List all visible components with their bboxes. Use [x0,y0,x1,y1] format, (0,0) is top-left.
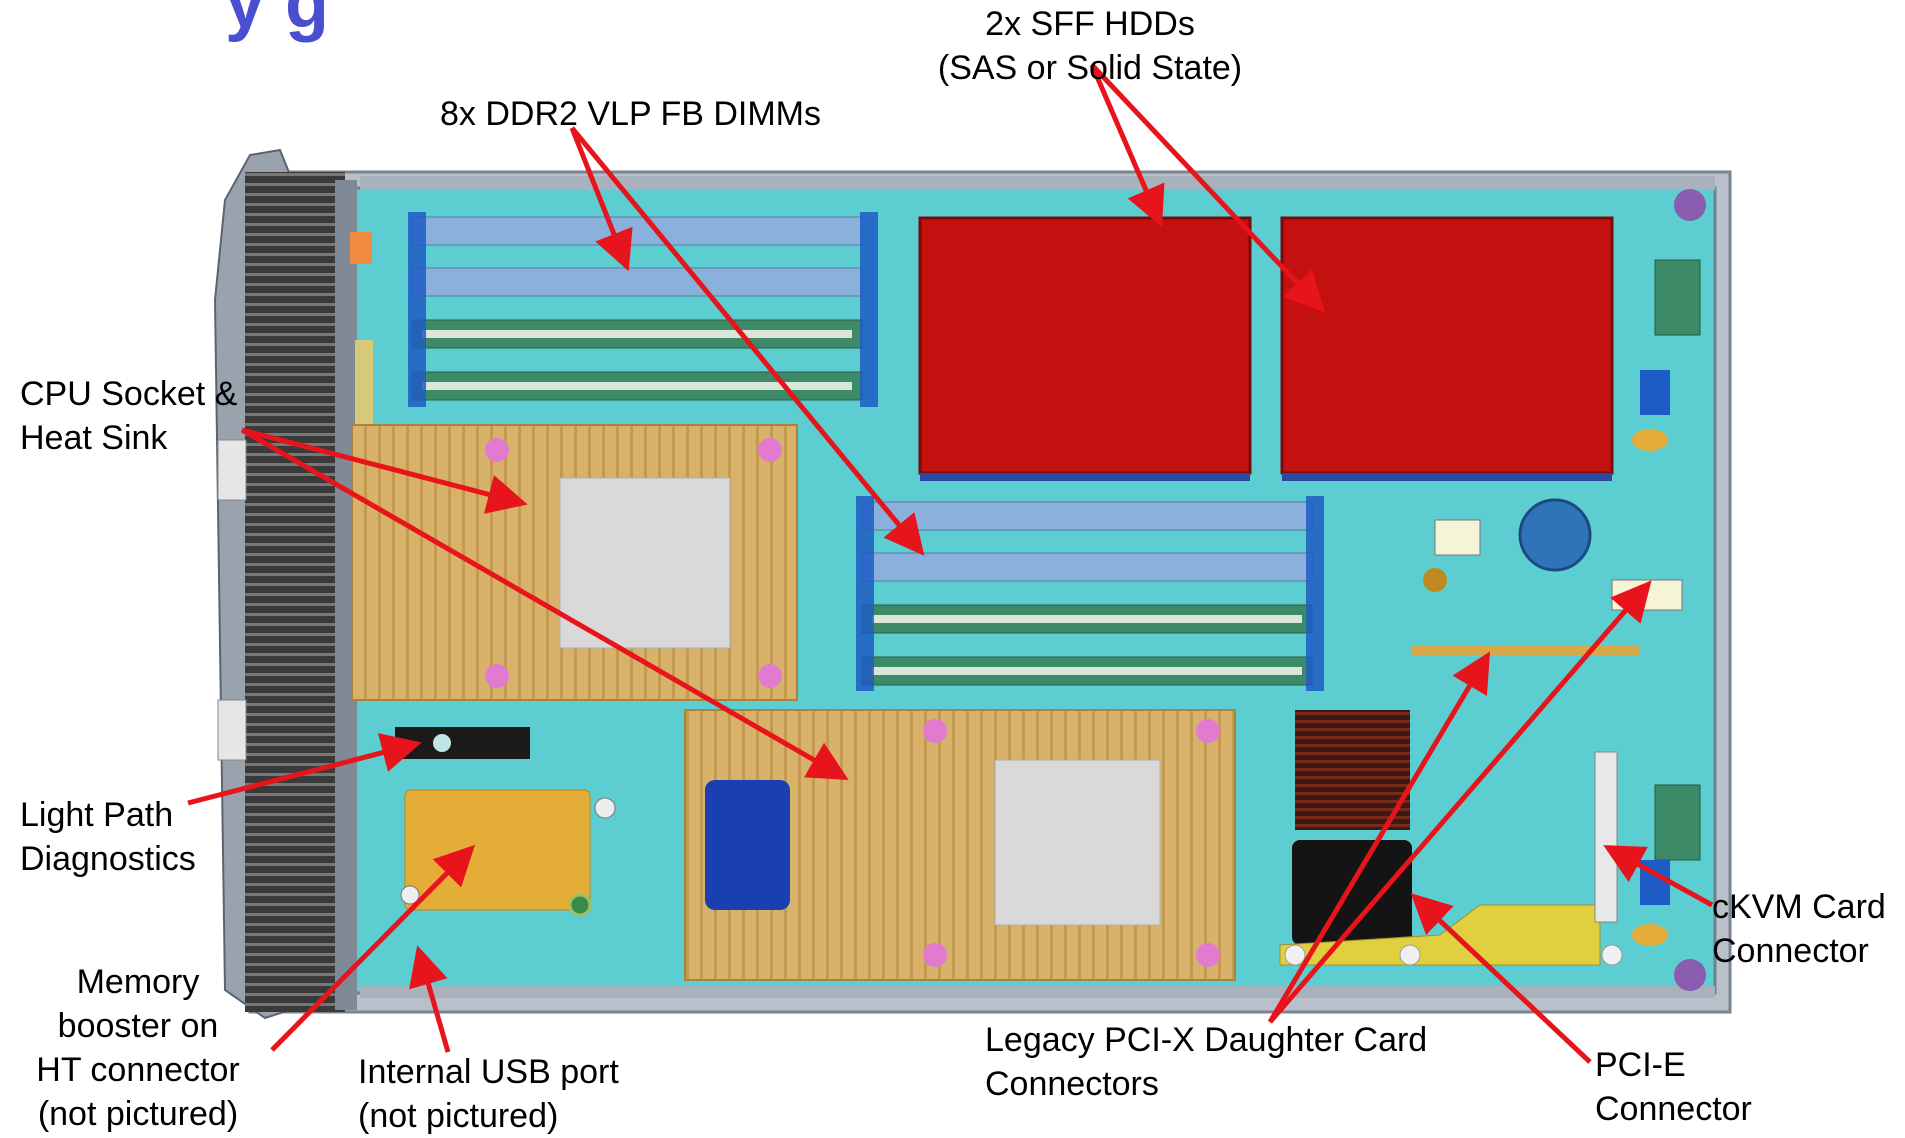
pcix-standoff-3 [1602,945,1622,965]
heatsink-2-screw-4 [1196,943,1220,967]
label-light-path: Light Path Diagnostics [20,793,196,881]
light-path-led [433,734,451,752]
ckvm-connector [1595,752,1617,922]
rear-connector-top [1655,260,1700,335]
heatsink-1-screw-2 [758,438,782,462]
label-cpu: CPU Socket & Heat Sink [20,372,237,460]
dimm-slot-8-stripe [872,667,1302,675]
standoff-1 [595,798,615,818]
label-pcix: Legacy PCI-X Daughter Card Connectors [985,1018,1427,1106]
dimm-clips-right-top [860,212,878,407]
light-path-board [395,727,530,759]
heatsink-1-screw-4 [758,664,782,688]
rear-pin-bottom [1632,924,1668,946]
heatsink-1-plate [560,478,730,648]
small-header-1 [1435,520,1480,555]
label-memory-booster: Memory booster on HT connector (not pict… [18,960,258,1136]
latch-bottom [218,700,246,760]
rear-thumbscrew-bottom [1674,959,1706,991]
rear-pin-top [1632,429,1668,451]
light-path-panel [395,727,530,759]
heatsink-1-screw-3 [485,664,509,688]
rear-connector-bottom [1655,785,1700,860]
dimm-clips-right-mid [1306,496,1324,691]
hdd-1 [920,218,1250,473]
pcix-connector-strip [1412,645,1640,655]
hdd-2 [1282,218,1612,473]
hdd-1-connector [920,473,1250,481]
dimm-slot-3-stripe [422,330,852,338]
heatsink-2-blue-block [705,780,790,910]
orange-tab [350,232,372,264]
dimm-clips-left-mid [856,496,874,691]
heatsink-2-screw-2 [1196,719,1220,743]
label-usb: Internal USB port (not pictured) [358,1050,619,1138]
pcix-standoff-2 [1400,945,1420,965]
label-dimms: 8x DDR2 VLP FB DIMMs [440,92,821,136]
front-connector-strip [245,172,345,1012]
label-pcie: PCI-E Connector [1595,1043,1752,1131]
memory-booster [401,790,615,915]
pcix-standoff-1 [1285,945,1305,965]
rear-thumbscrew-top [1674,189,1706,221]
heatsink-2-plate [995,760,1160,925]
label-ckvm: cKVM Card Connector [1712,885,1886,973]
label-hdds: 2x SFF HDDs (SAS or Solid State) [935,2,1245,90]
dimm-clips-left-top [408,212,426,407]
standoff-2 [570,895,590,915]
top-rail [360,176,1715,190]
dimm-6 [862,553,1312,581]
rear-clip-top [1640,370,1670,415]
dimm-5 [862,502,1312,530]
heatsink-2-screw-3 [923,943,947,967]
heatsink-2-screw-1 [923,719,947,743]
heatsink-1-screw-1 [485,438,509,462]
jumper-cap [1423,568,1447,592]
ckvm-header [1612,580,1682,610]
hdd-2-connector [1282,473,1612,481]
dimm-2 [412,268,862,296]
dimm-1 [412,217,862,245]
dimm-slot-7-stripe [872,615,1302,623]
cmos-battery [1520,500,1590,570]
memory-booster-module [405,790,590,910]
